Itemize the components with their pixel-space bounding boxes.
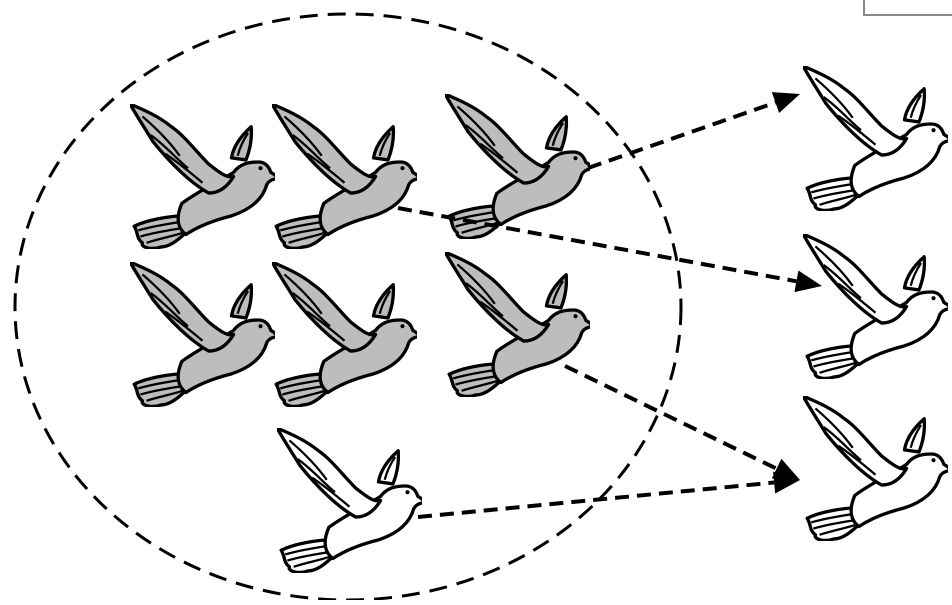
dove-icon [130,262,279,406]
dove-icon [272,262,421,406]
gray-dove-5 [272,262,421,406]
arrow-3 [565,366,800,480]
arrow-head [772,92,800,113]
dove-icon [272,104,421,248]
target-white-dove-1 [803,66,952,210]
dove-icon [445,94,594,238]
gray-dove-3 [445,94,594,238]
dove-icon [130,104,279,248]
gray-dove-6 [445,252,594,396]
dove-icon [277,428,426,572]
target-white-dove-3 [803,396,952,540]
corner-box [863,0,952,16]
gray-dove-1 [130,104,279,248]
arrow-1 [588,92,800,168]
gray-dove-2 [272,104,421,248]
arrow-shaft [565,366,777,469]
dove-icon [803,234,952,378]
target-white-dove-2 [803,234,952,378]
gray-dove-4 [130,262,279,406]
dove-icon [803,66,952,210]
arrow-4 [418,472,800,517]
arrow-shaft [418,483,774,517]
dove-icon [803,396,952,540]
white-dove-in-group [277,428,426,572]
arrow-head [794,270,822,292]
dove-icon [445,252,594,396]
